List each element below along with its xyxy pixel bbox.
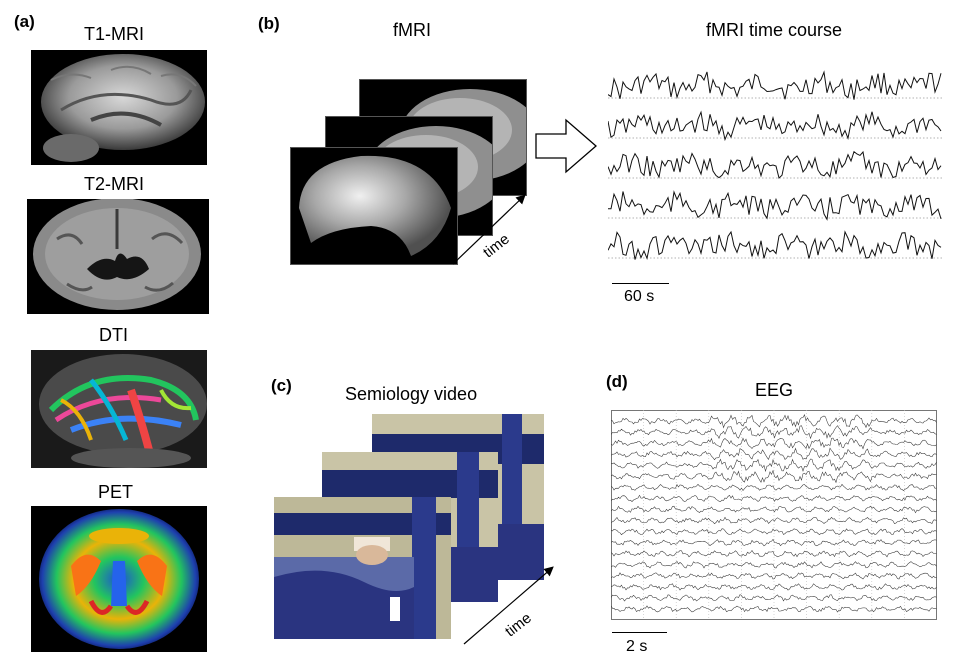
pet-heatmap-icon <box>39 509 199 649</box>
eeg-channel <box>611 505 937 514</box>
patient-bed-icon <box>274 497 451 639</box>
eeg-channel <box>611 572 937 580</box>
eeg-channel <box>611 494 937 502</box>
eeg-channel <box>611 516 937 525</box>
eeg-scale-bar <box>612 632 667 633</box>
eeg-channel <box>611 605 937 613</box>
coronal-brain-mri-icon <box>33 199 201 310</box>
eeg-channel <box>611 583 937 591</box>
semiology-title: Semiology video <box>345 384 478 404</box>
eeg-channel <box>611 425 937 440</box>
t2-mri-title: T2-MRI <box>84 174 144 194</box>
fmri-timecourse-plot <box>608 70 943 260</box>
eeg-channel <box>611 538 937 547</box>
video-time-arrow <box>463 566 554 645</box>
eeg-scale-label: 2 s <box>626 638 648 655</box>
eeg-channel <box>611 469 937 484</box>
eeg-channel <box>611 413 937 429</box>
fmri-trace <box>608 70 942 100</box>
fmri-scale-label: 60 s <box>624 288 655 305</box>
t1-mri-image <box>31 50 207 165</box>
pet-image <box>31 506 207 652</box>
panel-d-label: (d) <box>606 372 628 391</box>
fmri-frame-front <box>290 147 458 265</box>
fmri-title: fMRI <box>393 20 431 40</box>
eeg-channel <box>611 458 937 473</box>
eeg-channel <box>611 528 937 536</box>
t2-mri-image <box>27 199 209 314</box>
fmri-brain-icon <box>299 155 451 256</box>
dti-title: DTI <box>99 325 128 345</box>
fmri-trace <box>608 190 942 221</box>
right-arrow-icon <box>535 118 597 174</box>
video-frame-front <box>274 497 451 639</box>
panel-b-label: (b) <box>258 14 280 33</box>
eeg-plot <box>611 410 937 620</box>
eeg-channel <box>611 594 937 602</box>
fmri-trace <box>608 110 942 142</box>
fmri-timecourse-title: fMRI time course <box>706 20 843 40</box>
fmri-scale-bar <box>612 283 669 284</box>
panel-a-label: (a) <box>14 12 35 31</box>
t1-mri-title: T1-MRI <box>84 24 144 44</box>
fmri-time-arrow <box>452 194 526 265</box>
fmri-trace <box>608 150 942 179</box>
eeg-channel <box>611 550 937 558</box>
sagittal-brain-mri-icon <box>41 54 205 162</box>
eeg-channel <box>611 560 937 569</box>
tractography-icon <box>39 354 207 468</box>
dti-image <box>31 350 207 468</box>
fmri-trace <box>608 230 942 260</box>
eeg-channel <box>611 483 937 491</box>
pet-title: PET <box>98 482 134 502</box>
eeg-channel <box>611 447 937 461</box>
eeg-channel <box>611 437 937 450</box>
eeg-title: EEG <box>755 380 794 400</box>
panel-c-label: (c) <box>271 376 292 395</box>
